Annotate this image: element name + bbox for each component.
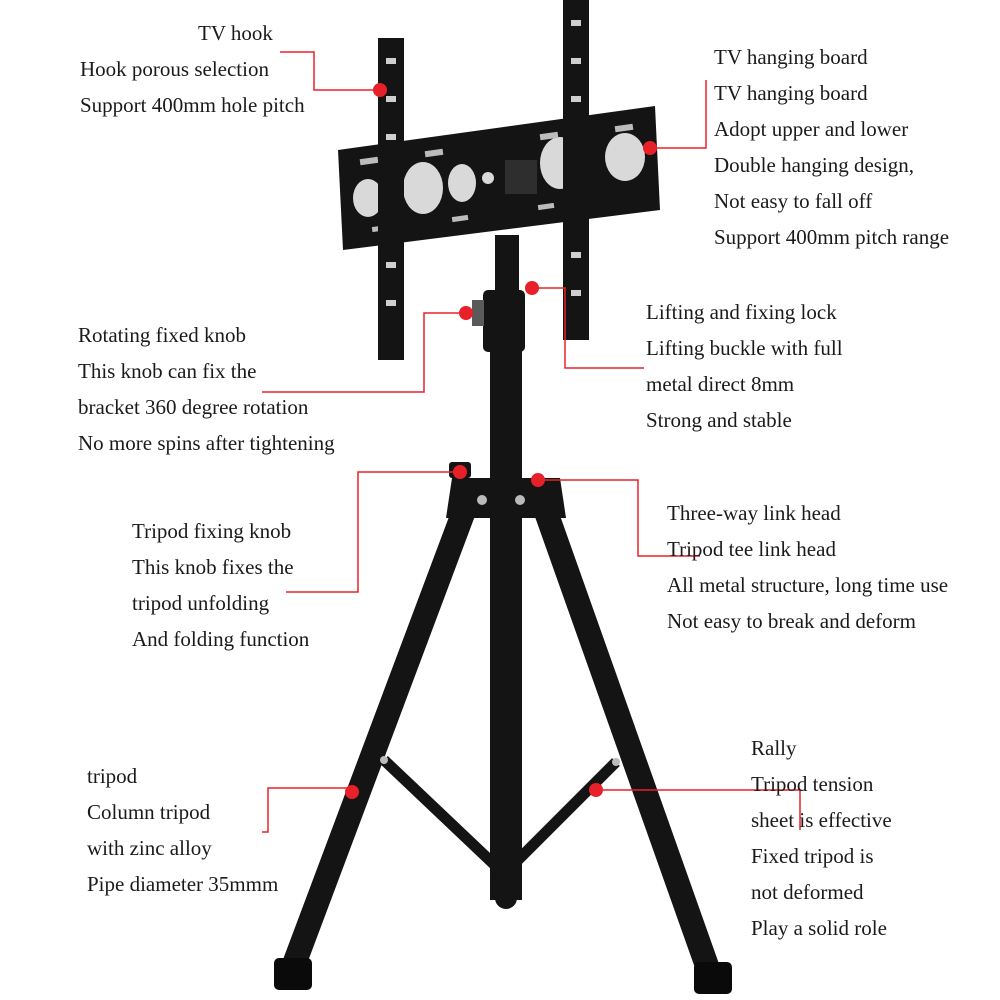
annotation-line: bracket 360 degree rotation	[78, 395, 309, 419]
marker-link-head	[531, 473, 545, 487]
leader-line-tripod-knob	[286, 471, 460, 593]
marker-lifting-lock	[525, 281, 539, 295]
leader-line-tv-hook	[280, 51, 380, 91]
annotation-line: tripod unfolding	[132, 591, 270, 615]
annotation-line: Tripod tension	[751, 772, 874, 796]
annotation-line: Fixed tripod is	[751, 844, 874, 868]
annotation-line: And folding function	[132, 627, 310, 651]
annotation-line: with zinc alloy	[87, 836, 212, 860]
annotation-line: Not easy to break and deform	[667, 609, 916, 633]
marker-tripod-knob	[453, 465, 467, 479]
marker-tv-hanging-board	[643, 141, 657, 155]
annotation-line: Tripod fixing knob	[132, 519, 292, 543]
annotation-line: Double hanging design,	[714, 153, 915, 177]
annotation-line: Strong and stable	[646, 408, 792, 432]
annotation-tripod-fixing-knob: Tripod fixing knob This knob fixes the t…	[132, 513, 309, 657]
annotation-line: Rotating fixed knob	[78, 323, 246, 347]
annotation-line: not deformed	[751, 880, 864, 904]
annotation-three-way-link-head: Three-way link head Tripod tee link head…	[667, 495, 948, 639]
annotation-line: metal direct 8mm	[646, 372, 795, 396]
annotation-line: Adopt upper and lower	[714, 117, 909, 141]
annotation-lifting-fixing-lock: Lifting and fixing lock Lifting buckle w…	[646, 294, 843, 438]
annotation-line: sheet is effective	[751, 808, 892, 832]
annotation-line: Lifting and fixing lock	[646, 300, 837, 324]
leader-line-rotating-knob	[262, 312, 466, 393]
annotation-line: Play a solid role	[751, 916, 887, 940]
annotation-tv-hook: TV hook Hook porous selection Support 40…	[80, 15, 305, 123]
annotation-line: Column tripod	[87, 800, 211, 824]
annotation-tv-hanging-board: TV hanging board TV hanging board Adopt …	[714, 39, 949, 255]
annotation-line: Tripod tee link head	[667, 537, 836, 561]
annotation-line: Pipe diameter 35mmm	[87, 872, 279, 896]
annotation-line: Lifting buckle with full	[646, 336, 843, 360]
leader-line-tv-hanging-board	[650, 80, 707, 149]
annotation-line: TV hook	[198, 21, 273, 45]
center-pole	[472, 235, 525, 909]
annotation-line: No more spins after tightening	[78, 431, 335, 455]
annotation-line: Support 400mm hole pitch	[80, 93, 305, 117]
marker-tv-hook	[373, 83, 387, 97]
annotation-line: This knob can fix the	[78, 359, 257, 383]
leader-line-rally	[596, 789, 801, 830]
annotation-line: Support 400mm pitch range	[714, 225, 950, 249]
annotation-line: tripod	[87, 764, 138, 788]
tripod-legs	[274, 483, 732, 994]
marker-rotating-knob	[459, 306, 473, 320]
annotation-line: Not easy to fall off	[714, 189, 873, 213]
annotation-rally: Rally Tripod tension sheet is effective …	[751, 730, 892, 946]
annotation-line: TV hanging board	[714, 45, 868, 69]
annotation-line: This knob fixes the	[132, 555, 294, 579]
annotation-tripod: tripod Column tripod with zinc alloy Pip…	[87, 758, 278, 902]
leader-line-link-head	[538, 479, 700, 557]
annotation-line: Three-way link head	[667, 501, 841, 525]
callout-markers	[345, 83, 657, 799]
annotation-line: TV hanging board	[714, 81, 868, 105]
annotation-rotating-fixed-knob: Rotating fixed knob This knob can fix th…	[78, 317, 335, 461]
leader-line-lifting-lock	[532, 287, 644, 369]
leader-line-tripod	[262, 787, 352, 833]
annotation-line: Rally	[751, 736, 797, 760]
annotation-line: Hook porous selection	[80, 57, 269, 81]
annotation-line: All metal structure, long time use	[667, 573, 949, 597]
marker-rally	[589, 783, 603, 797]
marker-tripod	[345, 785, 359, 799]
leader-lines	[262, 51, 801, 833]
